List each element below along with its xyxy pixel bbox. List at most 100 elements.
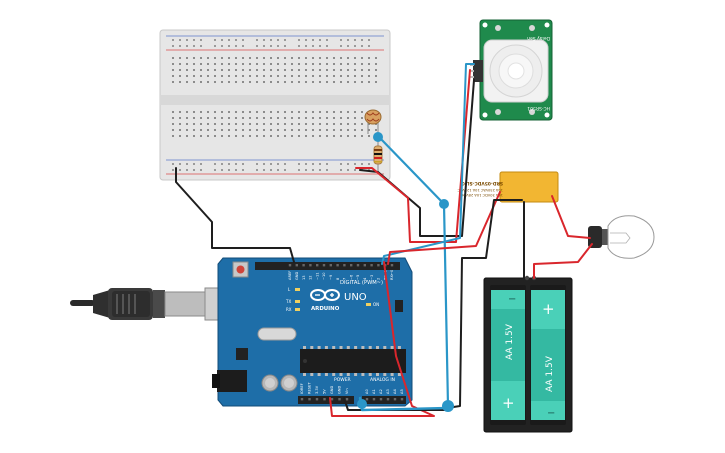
breadboard-hole xyxy=(312,135,314,137)
breadboard-hole xyxy=(347,111,349,113)
chip-pin xyxy=(354,373,358,376)
breadboard-hole xyxy=(214,81,216,83)
breadboard-hole xyxy=(326,57,328,59)
breadboard-hole xyxy=(221,169,223,171)
breadboard-hole xyxy=(256,123,258,125)
breadboard-hole xyxy=(193,75,195,77)
breadboard-hole xyxy=(368,135,370,137)
analog-pin-label: A2 xyxy=(379,389,383,394)
breadboard-hole xyxy=(207,57,209,59)
breadboard-hole xyxy=(256,75,258,77)
breadboard-hole xyxy=(305,69,307,71)
breadboard-hole xyxy=(228,117,230,119)
breadboard-hole xyxy=(242,129,244,131)
breadboard-center-channel xyxy=(160,95,390,105)
breadboard-hole xyxy=(298,45,300,47)
digital-pin-hole xyxy=(377,264,380,267)
breadboard-hole xyxy=(186,45,188,47)
breadboard-hole xyxy=(228,111,230,113)
breadboard-hole xyxy=(179,57,181,59)
breadboard-hole xyxy=(270,123,272,125)
breadboard-hole xyxy=(242,75,244,77)
breadboard-hole xyxy=(340,111,342,113)
breadboard-hole xyxy=(200,123,202,125)
breadboard-hole xyxy=(375,63,377,65)
breadboard-hole xyxy=(291,135,293,137)
breadboard-hole xyxy=(326,63,328,65)
breadboard-hole xyxy=(361,39,363,41)
breadboard-hole xyxy=(333,123,335,125)
relay: 10A 30VDC 10A 28VDC 10A 250VAC 10A 125VA… xyxy=(457,171,559,203)
breadboard-hole xyxy=(200,129,202,131)
breadboard-hole xyxy=(179,111,181,113)
breadboard-hole xyxy=(186,57,188,59)
breadboard-hole xyxy=(305,169,307,171)
digital-pin-label: RX←0 xyxy=(390,269,394,280)
breadboard-hole xyxy=(186,81,188,83)
breadboard-hole xyxy=(361,163,363,165)
breadboard-hole xyxy=(200,117,202,119)
breadboard-hole xyxy=(368,129,370,131)
breadboard-hole xyxy=(340,63,342,65)
breadboard-hole xyxy=(172,163,174,165)
breadboard-hole xyxy=(235,169,237,171)
breadboard-hole xyxy=(200,135,202,137)
digital-pin-label: 12 xyxy=(309,275,313,280)
breadboard-hole xyxy=(172,129,174,131)
breadboard-hole xyxy=(340,129,342,131)
breadboard-hole xyxy=(193,63,195,65)
breadboard-hole xyxy=(354,81,356,83)
analog-pin-label: A0 xyxy=(365,389,369,394)
power-pin-hole xyxy=(323,398,326,401)
relay-line-2: 10A 250VAC 10A 125VAC xyxy=(457,188,503,192)
power-pin-label: 3.3V xyxy=(315,385,319,394)
breadboard-hole xyxy=(312,45,314,47)
breadboard-hole xyxy=(375,129,377,131)
digital-pin-label: 7 xyxy=(343,278,347,280)
breadboard-hole xyxy=(340,123,342,125)
breadboard-hole xyxy=(270,69,272,71)
digital-pin-label: ~3 xyxy=(370,275,374,280)
breadboard-hole xyxy=(228,163,230,165)
breadboard-hole xyxy=(347,129,349,131)
breadboard-hole xyxy=(249,129,251,131)
breadboard-hole xyxy=(193,117,195,119)
chip-pin xyxy=(339,373,343,376)
breadboard-hole xyxy=(326,117,328,119)
breadboard-hole xyxy=(235,163,237,165)
breadboard-hole xyxy=(186,163,188,165)
power-pin-label: IOREF xyxy=(300,383,304,394)
breadboard-hole xyxy=(249,57,251,59)
breadboard-hole xyxy=(298,39,300,41)
digital-pin-hole xyxy=(350,264,353,267)
breadboard-hole xyxy=(214,39,216,41)
breadboard-hole xyxy=(361,123,363,125)
chip-pin xyxy=(310,373,314,376)
breadboard-hole xyxy=(319,169,321,171)
breadboard-hole xyxy=(284,39,286,41)
breadboard-hole xyxy=(361,111,363,113)
breadboard-hole xyxy=(284,129,286,131)
breadboard-hole xyxy=(256,169,258,171)
breadboard-hole xyxy=(298,163,300,165)
wire-battery-bulb xyxy=(533,243,593,279)
breadboard-hole xyxy=(305,57,307,59)
breadboard-hole xyxy=(193,135,195,137)
breadboard-hole xyxy=(354,129,356,131)
breadboard-hole xyxy=(256,45,258,47)
breadboard-hole xyxy=(368,81,370,83)
led-tx xyxy=(295,300,300,303)
breadboard-hole xyxy=(284,111,286,113)
breadboard-hole xyxy=(221,117,223,119)
breadboard-hole xyxy=(193,69,195,71)
breadboard-hole xyxy=(242,111,244,113)
breadboard-hole xyxy=(340,75,342,77)
breadboard-hole xyxy=(214,111,216,113)
analog-pin-hole xyxy=(365,398,369,401)
breadboard-hole xyxy=(214,75,216,77)
breadboard-hole xyxy=(305,163,307,165)
breadboard-hole xyxy=(228,75,230,77)
